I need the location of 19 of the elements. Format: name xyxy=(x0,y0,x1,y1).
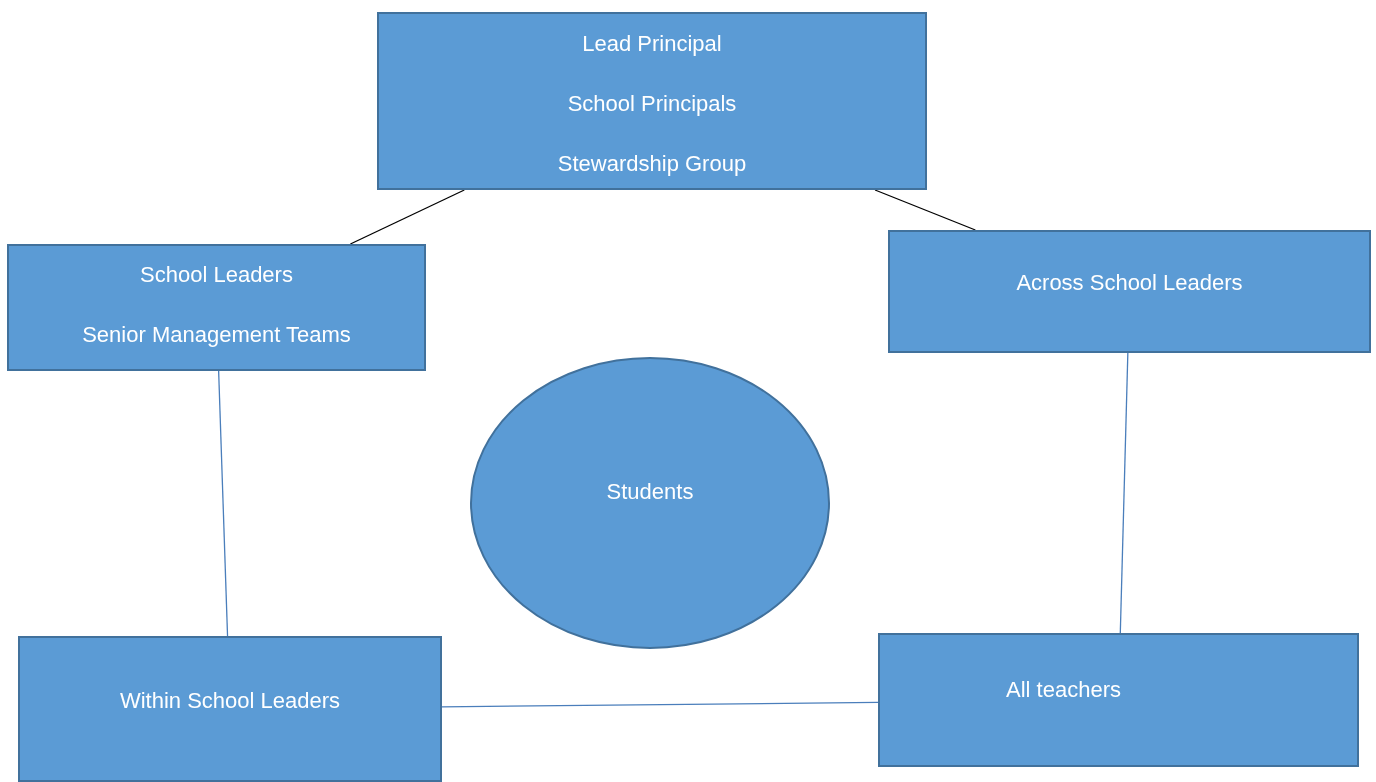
node-text: School Leaders xyxy=(139,262,294,288)
node-text: Within School Leaders xyxy=(118,688,342,714)
node-text: Lead Principal xyxy=(581,31,723,57)
node-text: All teachers xyxy=(1005,677,1122,703)
process-box xyxy=(377,12,927,190)
connector-line xyxy=(349,189,465,245)
node-text: Stewardship Group xyxy=(556,151,748,177)
connector-line xyxy=(1119,352,1129,634)
node-text: Senior Management Teams xyxy=(81,322,352,348)
connector-line xyxy=(874,189,976,231)
connector-line xyxy=(441,701,879,708)
process-box xyxy=(878,633,1359,767)
node-text: Across School Leaders xyxy=(1015,270,1244,296)
process-box xyxy=(7,244,426,371)
node-text: Students xyxy=(605,479,695,505)
connector-line xyxy=(218,370,229,637)
process-box xyxy=(888,230,1371,353)
process-box xyxy=(18,636,442,782)
node-text: School Principals xyxy=(566,91,738,117)
